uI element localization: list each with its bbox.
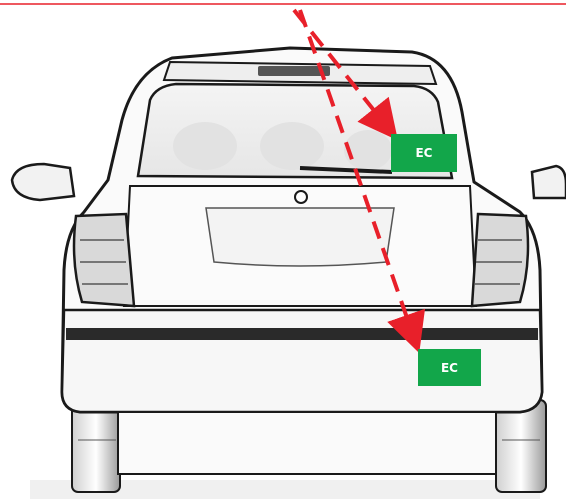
- left-mirror: [12, 164, 74, 200]
- ec-label-lower: EC: [418, 349, 481, 386]
- right-mirror: [532, 166, 566, 198]
- left-tail-light: [74, 214, 134, 306]
- lower-valance: [118, 412, 496, 474]
- bumper-strip: [66, 328, 538, 340]
- plate-recess: [206, 208, 394, 266]
- right-tail-light: [472, 214, 528, 306]
- brand-badge: [295, 191, 307, 203]
- ec-label-upper: EC: [391, 134, 457, 172]
